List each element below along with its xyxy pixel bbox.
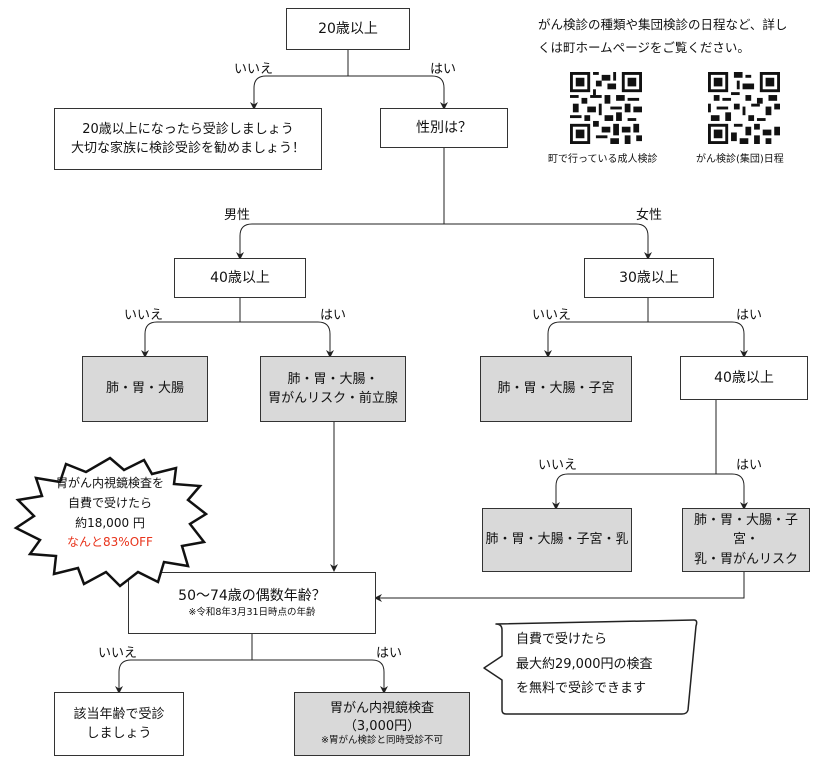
callout-line-3: を無料で受診できます [516, 681, 647, 697]
info-line-2: くは町ホームページをご覧ください。 [538, 39, 750, 55]
burst-line-1: 胃がん内視鏡検査を [55, 476, 164, 490]
result-not-eligible-line2: しましょう [86, 726, 152, 741]
qr-caption-adult-checkup: 町で行っている成人検診 [548, 154, 658, 165]
result-female-under30: 肺・胃・大腸・子宮 [480, 356, 632, 422]
result-male-under40-text: 肺・胃・大腸 [105, 381, 184, 397]
callout-line-1: 自費で受けたら [516, 632, 608, 647]
result-not-eligible-line1: 該当年齢で受診 [73, 706, 165, 722]
result-female-30-39-text: 肺・胃・大腸・子宮・乳 [485, 532, 629, 548]
result-male-over40-line1: 肺・胃・大腸・ [287, 371, 379, 387]
result-female-under30-text: 肺・胃・大腸・子宮 [497, 381, 615, 397]
result-not-eligible: 該当年齢で受診 しましょう [54, 692, 184, 756]
burst-line-3: 約18,000 円 [75, 515, 145, 530]
node-under20: 20歳以上になったら受診しましょう 大切な家族に検診受診を勧めましょう！ [54, 108, 322, 170]
burst-text: 胃がん内視鏡検査を 自費で受けたら 約18,000 円 なんと83%OFF [32, 474, 188, 553]
info-text: がん検診の種類や集団検診の日程など、詳し くは町ホームページをご覧ください。 [538, 14, 787, 59]
label-female: 女性 [636, 208, 663, 223]
result-endoscopy-line2: （3,000円） [343, 718, 421, 734]
node-sex-text: 性別は？ [416, 119, 472, 136]
label-yes-even-age: はい [376, 646, 403, 661]
result-endoscopy-line1: 胃がん内視鏡検査 [329, 701, 434, 717]
result-male-under40: 肺・胃・大腸 [82, 356, 208, 422]
node-age30-female-text: 30歳以上 [619, 269, 679, 286]
result-male-over40: 肺・胃・大腸・ 胃がんリスク・前立腺 [260, 356, 406, 422]
label-yes-age20: はい [430, 62, 457, 77]
node-age40-male-text: 40歳以上 [210, 269, 270, 286]
result-male-over40-line2: 胃がんリスク・前立腺 [268, 391, 398, 406]
callout-line-2: 最大約29,000円の検査 [516, 656, 653, 672]
node-even-age-note: ※令和8年3月31日時点の年齢 [188, 607, 316, 619]
label-no-female30: いいえ [532, 308, 572, 323]
info-line-1: がん検診の種類や集団検診の日程など、詳し [538, 17, 788, 32]
callout-text: 自費で受けたら 最大約29,000円の検査 を無料で受診できます [516, 628, 653, 702]
qr-code-adult-checkup[interactable] [570, 72, 642, 144]
label-yes-male40: はい [320, 308, 347, 323]
burst-shape [13, 456, 208, 588]
burst-line-4: なんと83%OFF [67, 535, 153, 550]
label-no-female40: いいえ [538, 458, 578, 473]
label-yes-female30: はい [736, 308, 763, 323]
node-age40-female: 40歳以上 [680, 356, 808, 400]
result-female-over40-line1: 肺・胃・大腸・子宮・ [693, 512, 798, 548]
node-even-age: 50～74歳の偶数年齢？ ※令和8年3月31日時点の年齢 [128, 572, 376, 634]
node-age30-female: 30歳以上 [584, 258, 714, 298]
node-age40-male: 40歳以上 [174, 258, 306, 298]
result-female-over40-line2: 乳・胃がんリスク [693, 551, 798, 567]
node-under20-line2: 大切な家族に検診受診を勧めましょう！ [70, 141, 305, 156]
label-male: 男性 [224, 208, 251, 223]
node-sex: 性別は？ [380, 108, 508, 148]
result-female-30-39: 肺・胃・大腸・子宮・乳 [482, 508, 632, 572]
label-no-even-age: いいえ [98, 646, 138, 661]
result-endoscopy: 胃がん内視鏡検査 （3,000円） ※胃がん検診と同時受診不可 [294, 692, 470, 756]
callout-shape [483, 619, 698, 715]
label-no-male40: いいえ [124, 308, 164, 323]
node-age20-text: 20歳以上 [318, 20, 378, 37]
label-no-age20: いいえ [234, 62, 274, 77]
qr-code-cancer-schedule[interactable] [708, 72, 780, 144]
node-even-age-text: 50～74歳の偶数年齢？ [178, 588, 326, 605]
node-under20-line1: 20歳以上になったら受診しましょう [82, 121, 294, 137]
node-age40-female-text: 40歳以上 [714, 369, 774, 386]
result-female-over40: 肺・胃・大腸・子宮・ 乳・胃がんリスク [682, 508, 810, 572]
node-age20: 20歳以上 [286, 8, 410, 50]
result-endoscopy-note: ※胃がん検診と同時受診不可 [321, 735, 443, 747]
qr-caption-cancer-schedule: がん検診(集団)日程 [696, 154, 784, 165]
burst-line-2: 自費で受けたら [67, 495, 152, 510]
label-yes-female40: はい [736, 458, 763, 473]
